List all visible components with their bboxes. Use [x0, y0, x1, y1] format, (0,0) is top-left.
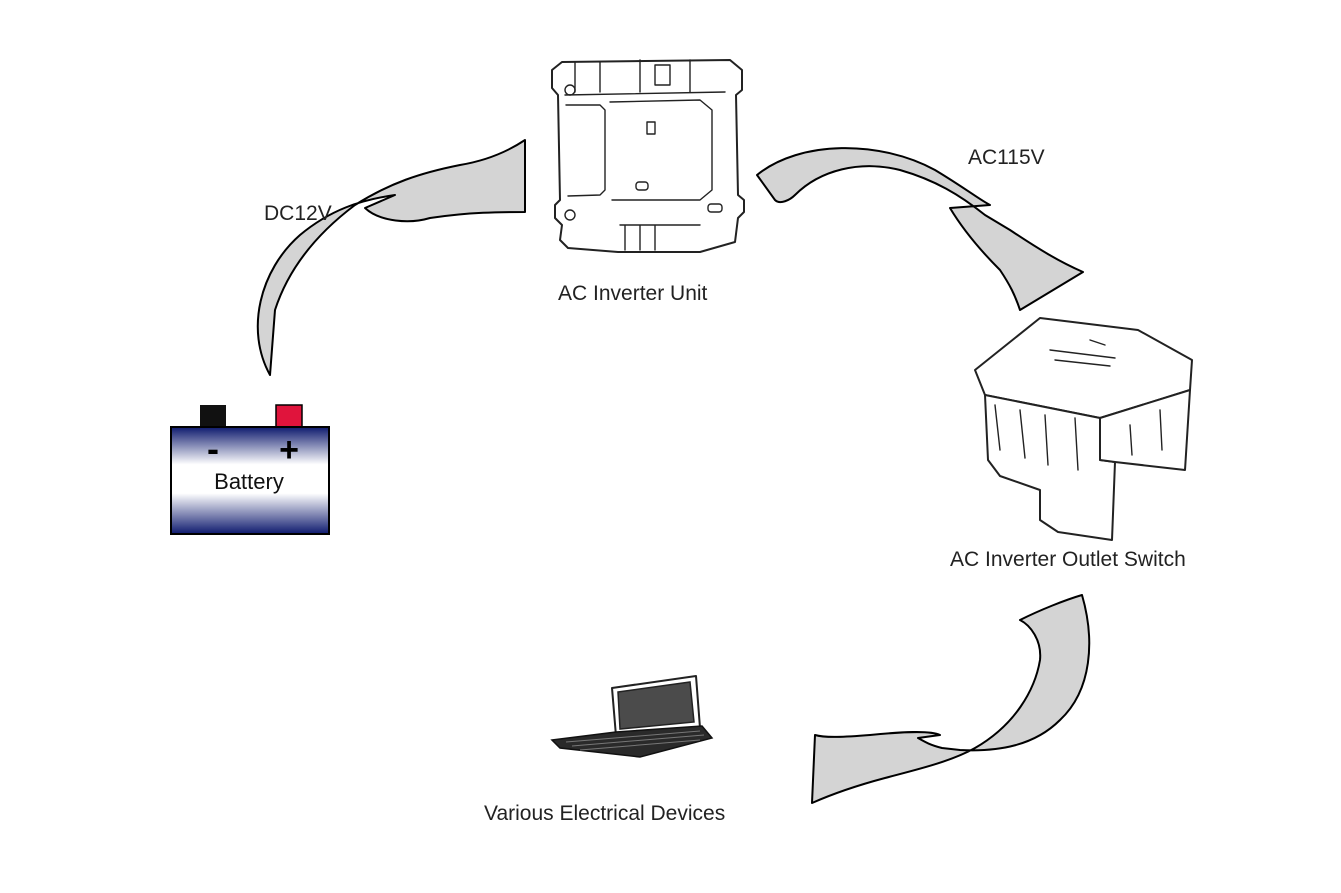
battery-plus-sign: + — [279, 431, 299, 469]
node-label-ac-inverter-outlet-switch: AC Inverter Outlet Switch — [950, 548, 1186, 571]
ac-inverter-unit-icon — [551, 59, 745, 253]
battery-icon: - + Battery — [170, 404, 330, 535]
edge-label-dc12v: DC12V — [264, 202, 332, 225]
node-label-various-electrical-devices: Various Electrical Devices — [484, 802, 726, 825]
edge-label-ac115v: AC115V — [968, 146, 1045, 169]
battery-label: Battery — [214, 469, 284, 494]
battery-body — [170, 426, 330, 535]
ac-inverter-outlet-switch-icon — [974, 317, 1193, 541]
battery-minus-sign: - — [207, 428, 219, 469]
battery-positive-terminal — [275, 404, 303, 429]
battery-negative-terminal — [200, 405, 226, 428]
arrow-inverter-to-outlet — [756, 147, 1084, 311]
node-label-ac-inverter-unit: AC Inverter Unit — [558, 282, 708, 305]
arrow-outlet-to-devices — [811, 594, 1091, 804]
arrow-battery-to-inverter — [256, 139, 526, 376]
laptop-icon — [550, 675, 714, 758]
